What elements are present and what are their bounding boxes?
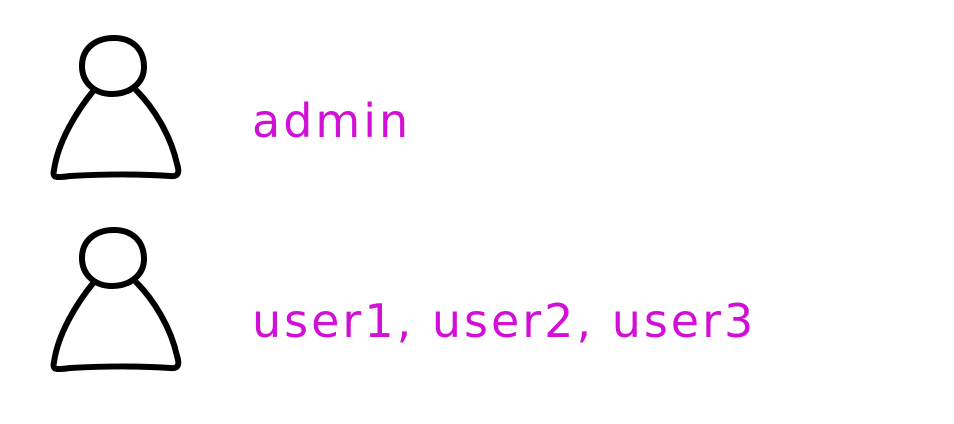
role-row-users: user1, user2, user3 (0, 222, 954, 382)
users-label: user1, user2, user3 (252, 294, 757, 348)
person-icon (50, 35, 182, 180)
person-icon (50, 227, 182, 372)
role-row-admin: admin (0, 30, 954, 190)
admin-label: admin (252, 94, 412, 148)
